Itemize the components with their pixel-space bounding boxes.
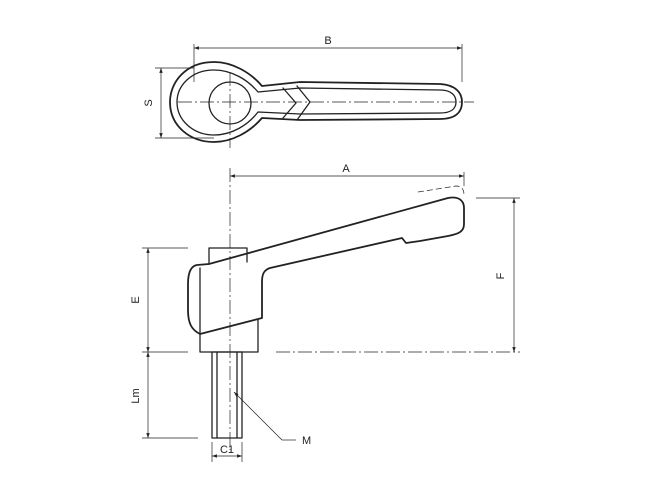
leader-label-m: M: [302, 435, 311, 447]
leader-line-m: [233, 391, 283, 441]
dimension-label-a: A: [342, 163, 350, 175]
side-view-collar: [199, 319, 259, 353]
dimension-label-lm: Lm: [130, 388, 142, 403]
top-view: B S: [143, 35, 474, 148]
dimension-label-c1: C1: [220, 444, 234, 456]
top-view-handle-inner: [176, 69, 457, 136]
side-view-lever-body: [187, 196, 465, 335]
dimension-label-s: S: [143, 99, 155, 106]
dimension-label-f: F: [495, 272, 507, 279]
top-view-chevron-2: [296, 85, 311, 121]
side-view-swing-arc: [417, 185, 465, 196]
top-view-handle-outline: [169, 61, 463, 143]
dimension-label-b: B: [324, 35, 331, 47]
top-view-chevron-1: [282, 87, 297, 119]
side-view-threaded-stud: [211, 351, 243, 439]
dimension-label-e: E: [130, 296, 142, 303]
side-view: A F E Lm C1 M: [130, 163, 520, 462]
side-view-boss: [208, 247, 248, 265]
